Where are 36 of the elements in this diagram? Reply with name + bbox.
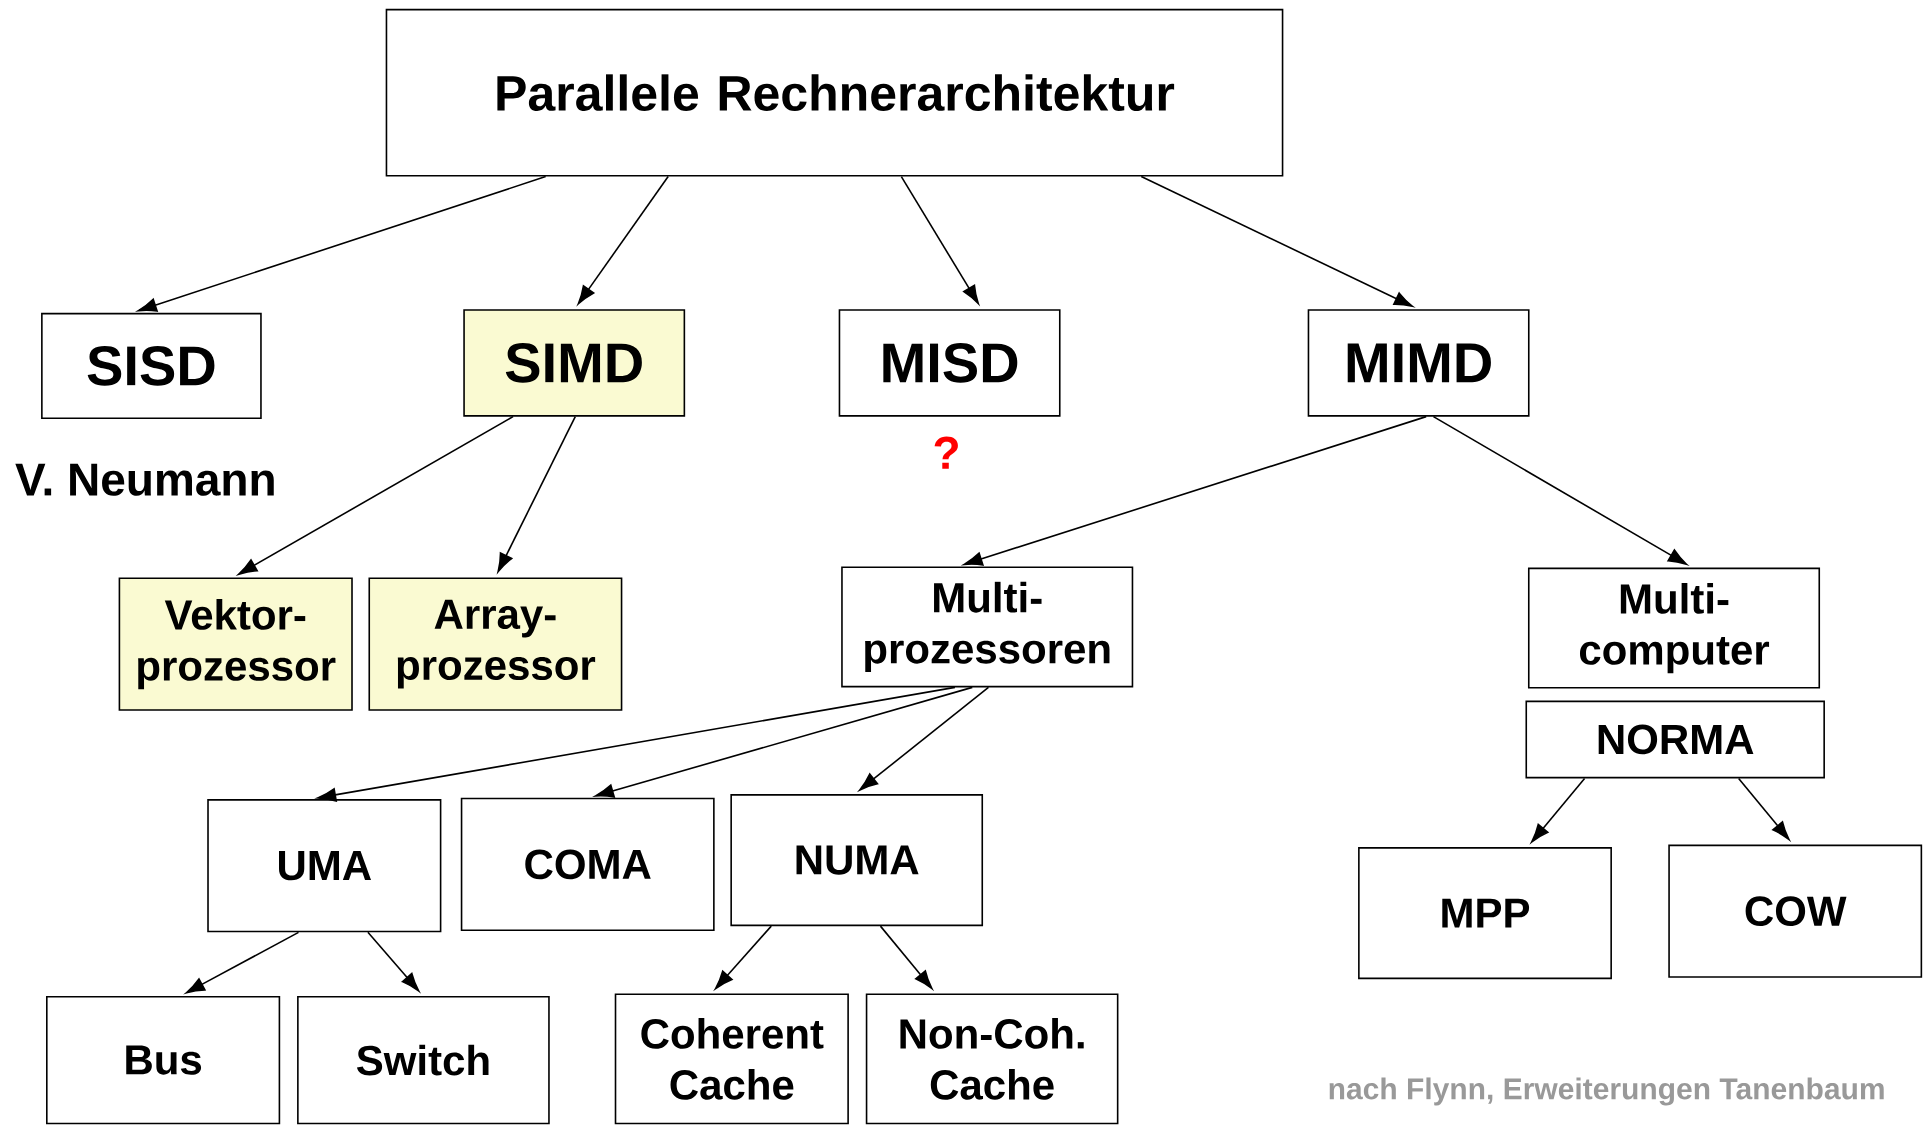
arrow bbox=[1531, 777, 1586, 843]
label: V. Neumann bbox=[15, 463, 274, 496]
box: UMA bbox=[207, 799, 442, 933]
box: Coherent Cache bbox=[614, 993, 849, 1125]
arrow bbox=[900, 175, 980, 305]
box: MIMD bbox=[1307, 309, 1530, 417]
box: COMA bbox=[460, 797, 715, 932]
box: NUMA bbox=[730, 794, 984, 927]
arrow bbox=[577, 175, 669, 305]
arrow bbox=[1432, 415, 1688, 566]
arrow bbox=[1140, 175, 1414, 308]
box: Bus bbox=[46, 995, 281, 1125]
arrow bbox=[1737, 777, 1790, 841]
arrow bbox=[963, 415, 1427, 566]
box: SIMD bbox=[463, 309, 686, 417]
box: Parallele Rechnerarchitektur bbox=[385, 8, 1284, 177]
arrow bbox=[238, 415, 514, 575]
box: MISD bbox=[838, 309, 1061, 417]
box: NORMA bbox=[1525, 700, 1825, 779]
box: SISD bbox=[41, 312, 262, 419]
arrow bbox=[185, 931, 300, 994]
box: Non-Coh. Cache bbox=[865, 993, 1119, 1125]
arrow bbox=[497, 415, 577, 573]
label: nach Flynn, Erweiterungen Tanenbaum bbox=[1329, 1077, 1884, 1106]
arrow bbox=[714, 925, 773, 990]
box: Switch bbox=[297, 995, 550, 1125]
label: ? bbox=[934, 436, 958, 469]
arrow bbox=[879, 925, 933, 990]
box: MPP bbox=[1358, 847, 1612, 980]
box: Multi- prozessoren bbox=[841, 566, 1134, 688]
box: Vektor- prozessor bbox=[118, 577, 353, 711]
arrow bbox=[137, 175, 547, 312]
box: Array- prozessor bbox=[368, 577, 623, 711]
arrow bbox=[367, 931, 420, 992]
box: COW bbox=[1668, 844, 1923, 978]
box: Multi- computer bbox=[1527, 567, 1821, 689]
